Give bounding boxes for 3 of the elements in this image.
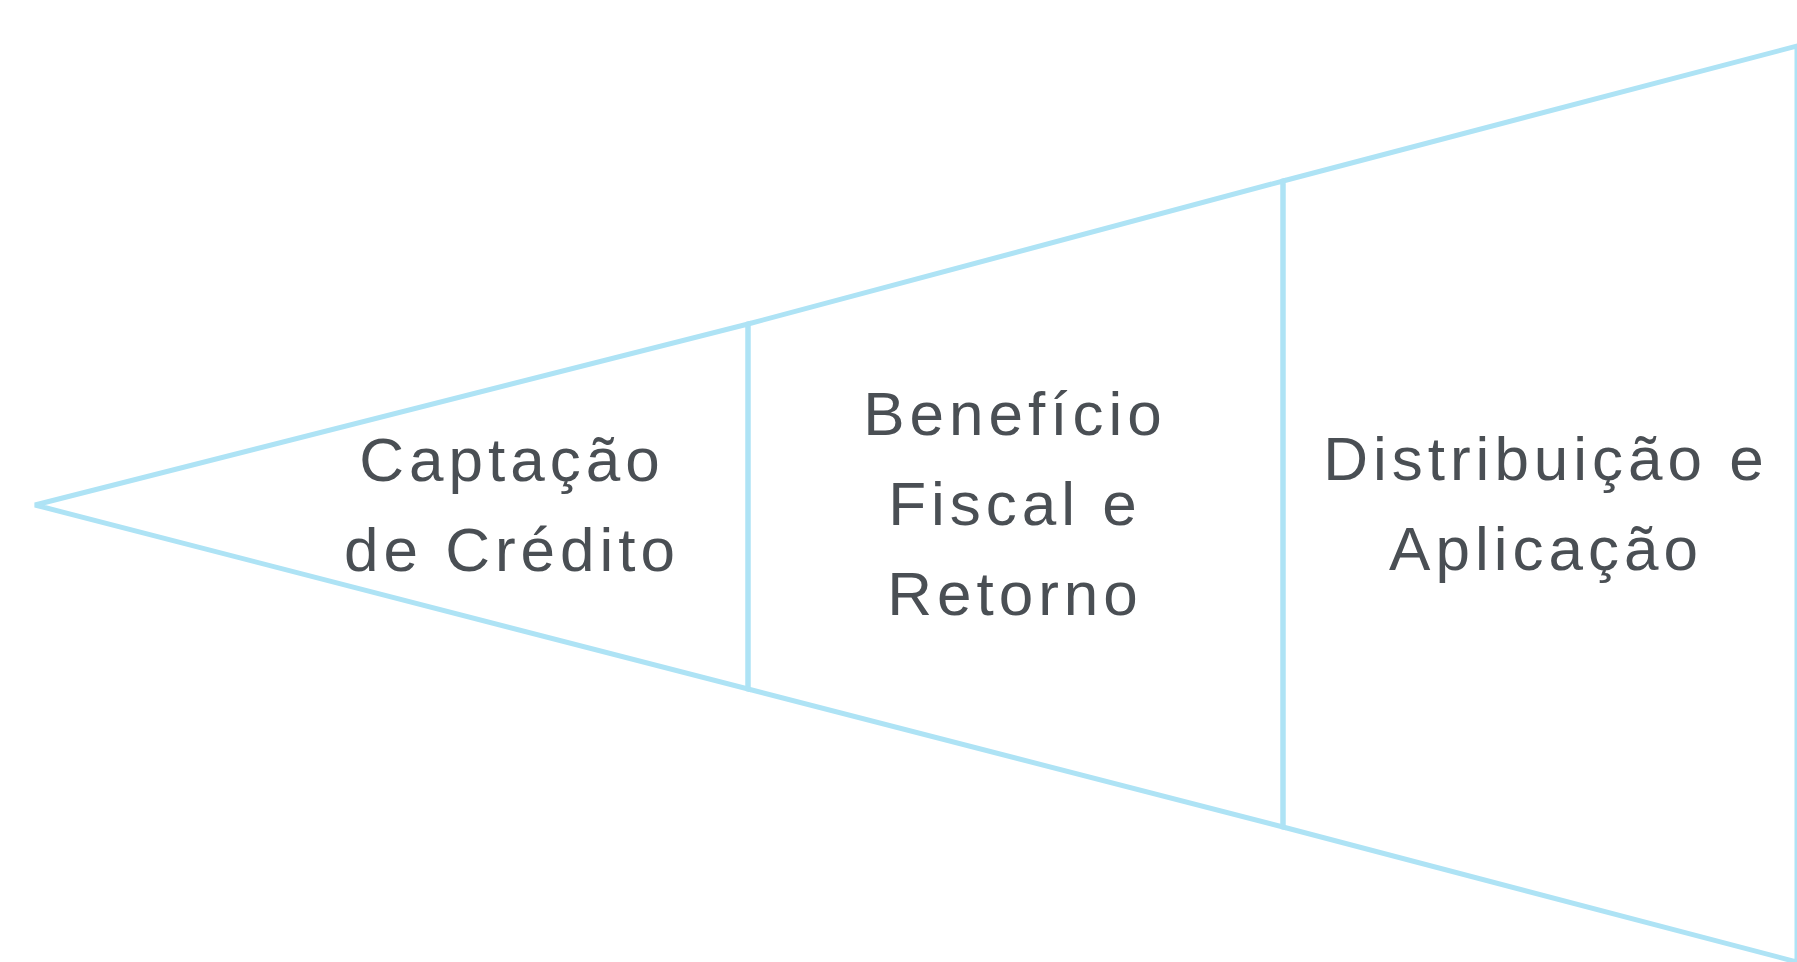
stage-label: Benefício Fiscal e Retorno <box>862 378 1168 630</box>
stage-label: Captação de Crédito <box>342 424 682 586</box>
stage-label: Distribuição e Aplicação <box>1322 423 1770 585</box>
